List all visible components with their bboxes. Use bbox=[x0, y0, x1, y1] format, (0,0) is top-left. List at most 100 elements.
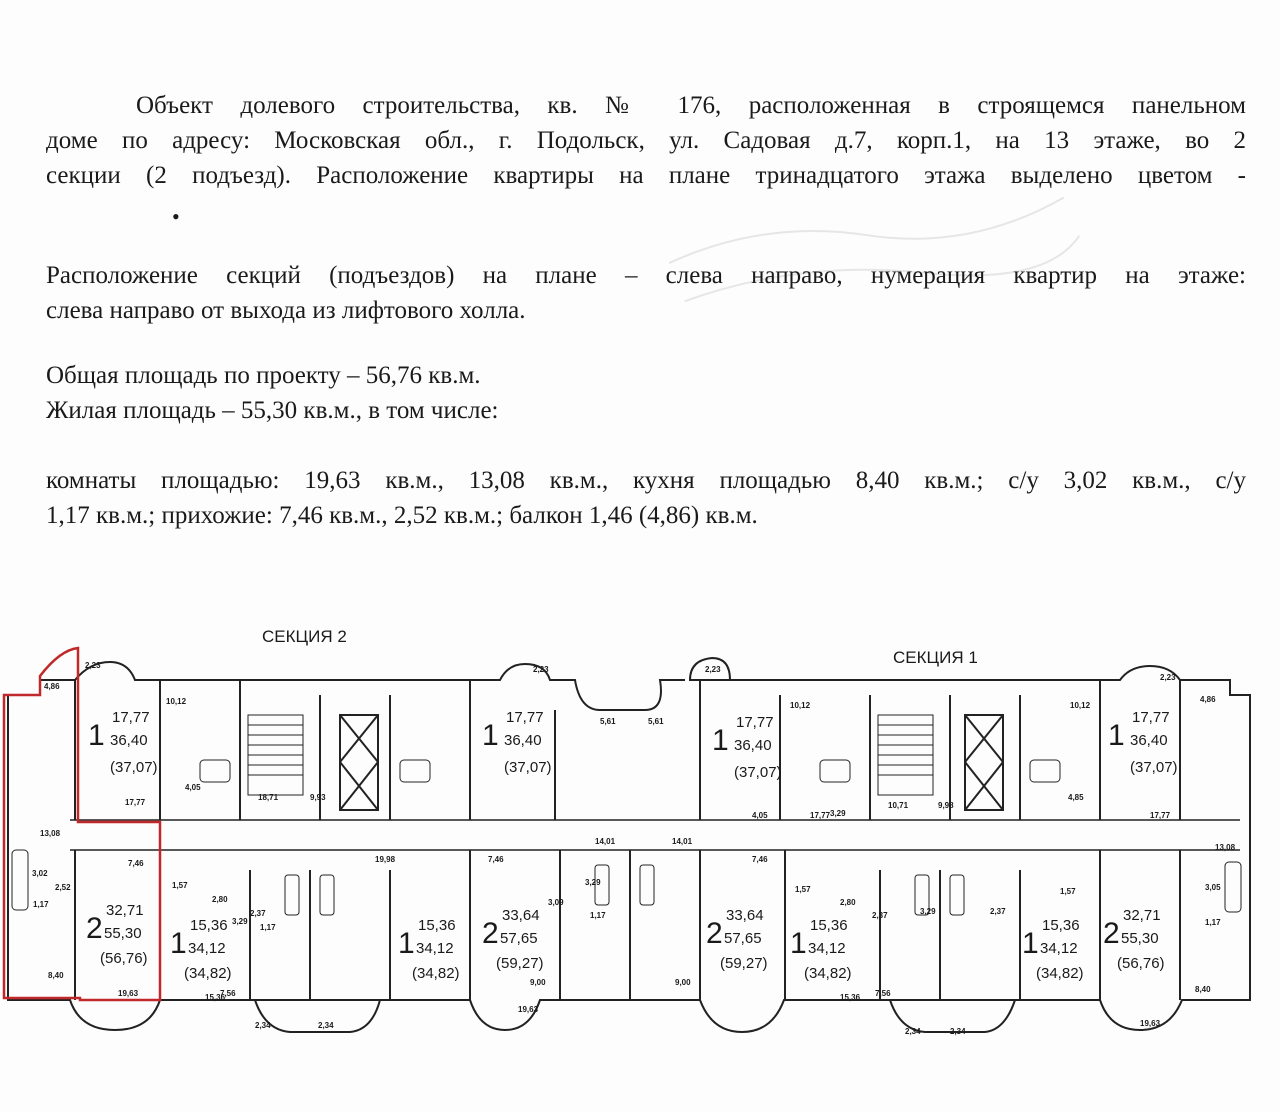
apartment-rooms-count: 2 bbox=[86, 912, 103, 945]
apartment-total-area: 36,40 bbox=[504, 732, 542, 749]
room-area-label: 2,37 bbox=[872, 911, 888, 920]
apartment-total-area: 55,30 bbox=[1121, 930, 1159, 947]
apartment-rooms-count: 2 bbox=[482, 917, 499, 950]
room-area-label: 1,17 bbox=[33, 900, 49, 909]
apartment-rooms-count: 1 bbox=[1108, 719, 1125, 752]
room-area-label: 10,12 bbox=[790, 701, 811, 710]
room-area-label: 3,02 bbox=[32, 869, 48, 878]
room-area-label: 4,05 bbox=[752, 811, 768, 820]
room-area-label: 5,61 bbox=[600, 717, 616, 726]
apartment-rooms-count: 1 bbox=[712, 724, 729, 757]
apartment-total-with-balcony: (37,07) bbox=[1130, 759, 1178, 776]
apartment-living-area: 33,64 bbox=[726, 907, 764, 924]
room-area-label: 1,17 bbox=[590, 911, 606, 920]
apartment-total-area: 34,12 bbox=[808, 940, 846, 957]
room-area-label: 9,98 bbox=[938, 801, 954, 810]
room-area-label: 13,08 bbox=[1215, 843, 1236, 852]
bleed-through-stamp bbox=[644, 165, 1096, 345]
text-line-content: Объект долевого строительства, кв. № 176… bbox=[136, 92, 1246, 119]
apartment-total-with-balcony: (59,27) bbox=[496, 955, 544, 972]
room-area-label: 3,29 bbox=[585, 878, 601, 887]
apartment-living-area: 32,71 bbox=[106, 902, 144, 919]
room-area-label: 2,52 bbox=[55, 883, 71, 892]
room-area-label: 1,17 bbox=[1205, 918, 1221, 927]
room-area-label: 1,57 bbox=[1060, 887, 1076, 896]
text-line: комнаты площадью: 19,63 кв.м., 13,08 кв.… bbox=[46, 467, 1246, 494]
room-area-label: 13,08 bbox=[40, 829, 61, 838]
text-line: Расположение секций (подъездов) на плане… bbox=[46, 262, 1246, 289]
apartment-total-with-balcony: (37,07) bbox=[734, 764, 782, 781]
room-area-label: 7,46 bbox=[488, 855, 504, 864]
room-area-label: 9,93 bbox=[310, 793, 326, 802]
room-area-label: 14,01 bbox=[672, 837, 693, 846]
apartment-living-area: 15,36 bbox=[190, 917, 228, 934]
room-area-label: 4,05 bbox=[185, 783, 201, 792]
text-line: слева направо от выхода из лифтового хол… bbox=[46, 297, 526, 324]
room-area-label: 7,56 bbox=[220, 989, 236, 998]
room-area-label: 2,23 bbox=[533, 665, 549, 674]
apartment-rooms-count: 2 bbox=[1103, 917, 1120, 950]
room-area-label: 7,46 bbox=[752, 855, 768, 864]
text-line: Объект долевого строительства, кв. № 176… bbox=[46, 88, 1246, 123]
apartment-total-with-balcony: (56,76) bbox=[1117, 955, 1165, 972]
apartment-total-area: 34,12 bbox=[1040, 940, 1078, 957]
room-area-label: 2,23 bbox=[705, 665, 721, 674]
room-area-label: 18,71 bbox=[258, 793, 279, 802]
room-area-label: 19,63 bbox=[118, 989, 139, 998]
room-area-label: 7,56 bbox=[875, 989, 891, 998]
room-area-label: 8,40 bbox=[1195, 985, 1211, 994]
room-area-label: 9,00 bbox=[675, 978, 691, 987]
room-area-label: 19,63 bbox=[1140, 1019, 1161, 1028]
apartment-living-area: 32,71 bbox=[1123, 907, 1161, 924]
room-area-label: 10,12 bbox=[1070, 701, 1091, 710]
apartment-living-area: 15,36 bbox=[418, 917, 456, 934]
room-area-label: 2,37 bbox=[990, 907, 1006, 916]
dot-mark: • bbox=[172, 204, 180, 229]
living-area-line: Жилая площадь – 55,30 кв.м., в том числе… bbox=[46, 397, 499, 424]
room-area-label: 3,09 bbox=[548, 898, 564, 907]
apartment-total-area: 57,65 bbox=[724, 930, 762, 947]
room-area-label: 5,61 bbox=[648, 717, 664, 726]
room-area-label: 9,00 bbox=[530, 978, 546, 987]
room-area-label: 2,23 bbox=[85, 661, 101, 670]
apartment-living-area: 17,77 bbox=[736, 714, 774, 731]
area-paragraph: Общая площадь по проекту – 56,76 кв.м. Ж… bbox=[46, 358, 1246, 428]
room-area-label: 3,29 bbox=[830, 809, 846, 818]
apartment-rooms-count: 1 bbox=[790, 927, 807, 960]
apartment-rooms-count: 2 bbox=[706, 917, 723, 950]
apartment-total-with-balcony: (34,82) bbox=[804, 965, 852, 982]
room-area-label: 8,40 bbox=[48, 971, 64, 980]
room-area-label: 2,23 bbox=[1160, 673, 1176, 682]
apartment-living-area: 17,77 bbox=[1132, 709, 1170, 726]
room-area-label: 10,12 bbox=[166, 697, 187, 706]
object-description-paragraph: Объект долевого строительства, кв. № 176… bbox=[46, 88, 1246, 193]
apartment-total-with-balcony: (34,82) bbox=[412, 965, 460, 982]
room-area-label: 2,80 bbox=[840, 898, 856, 907]
rooms-paragraph: комнаты площадью: 19,63 кв.м., 13,08 кв.… bbox=[46, 463, 1246, 533]
apartment-total-area: 34,12 bbox=[188, 940, 226, 957]
apartment-living-area: 15,36 bbox=[810, 917, 848, 934]
apartment-rooms-count: 1 bbox=[170, 927, 187, 960]
room-area-label: 3,29 bbox=[232, 917, 248, 926]
room-area-label: 15,36 bbox=[840, 993, 861, 1002]
apartment-living-area: 17,77 bbox=[506, 709, 544, 726]
highlighted-apartment-outline bbox=[2, 646, 162, 1002]
apartment-total-with-balcony: (59,27) bbox=[720, 955, 768, 972]
text-line: доме по адресу: Московская обл., г. Подо… bbox=[46, 127, 1246, 154]
room-area-label: 2,34 bbox=[950, 1027, 966, 1036]
apartment-total-with-balcony: (56,76) bbox=[100, 950, 148, 967]
room-area-label: 19,98 bbox=[375, 855, 396, 864]
apartment-living-area: 33,64 bbox=[502, 907, 540, 924]
room-area-label: 17,77 bbox=[810, 811, 831, 820]
room-area-label: 19,63 bbox=[518, 1005, 539, 1014]
apartment-total-with-balcony: (37,07) bbox=[504, 759, 552, 776]
apartment-total-with-balcony: (37,07) bbox=[110, 759, 158, 776]
room-area-label: 2,34 bbox=[318, 1021, 334, 1030]
apartment-total-area: 36,40 bbox=[734, 737, 772, 754]
stamp-graphic bbox=[668, 196, 1081, 303]
room-area-label: 1,57 bbox=[172, 881, 188, 890]
room-area-label: 2,34 bbox=[905, 1027, 921, 1036]
room-area-label: 2,34 bbox=[255, 1021, 271, 1030]
apartment-total-area: 57,65 bbox=[500, 930, 538, 947]
